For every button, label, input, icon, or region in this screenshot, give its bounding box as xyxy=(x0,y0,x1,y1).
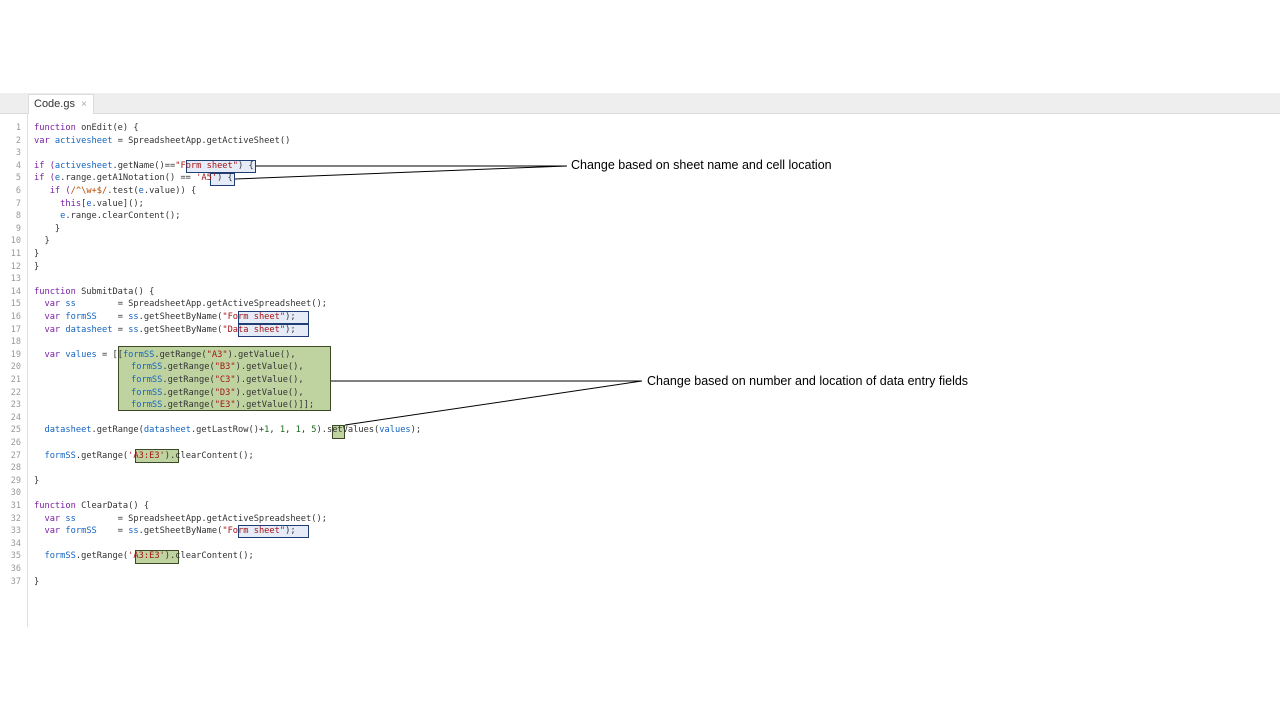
line-number: 37 xyxy=(10,576,21,587)
close-icon[interactable]: × xyxy=(81,99,87,110)
code-line-31: function ClearData() { xyxy=(34,501,150,511)
line-number: 15 xyxy=(10,299,21,310)
highlight-range-27 xyxy=(135,449,179,463)
code-line-35: formSS.getRange('A3:E3').clearContent(); xyxy=(44,551,254,562)
code-line-25: datasheet.getRange(datasheet.getLastRow(… xyxy=(44,425,422,436)
code-line-7: this[e.value](); xyxy=(60,198,144,209)
line-number: 25 xyxy=(10,425,21,436)
line-number: 21 xyxy=(10,375,21,385)
code-line-23: formSS.getRange("E3").getValue()]]; xyxy=(131,400,315,411)
code-line-22: formSS.getRange("D3").getValue(), xyxy=(131,387,304,398)
line-number: 34 xyxy=(10,538,21,549)
highlight-data-sheet-17 xyxy=(238,324,309,337)
code-line-19: var values = [[formSS.getRange("A3").get… xyxy=(44,349,296,360)
line-number: 9 xyxy=(15,223,21,234)
line-number: 30 xyxy=(10,488,21,499)
annotation-data-fields-note: Change based on number and location of d… xyxy=(647,374,969,388)
code-line-29: } xyxy=(34,475,40,486)
code-line-14: function SubmitData() { xyxy=(34,286,155,297)
annotation-sheet-name-note: Change based on sheet name and cell loca… xyxy=(571,158,832,172)
line-number: 18 xyxy=(10,337,21,348)
tab-label: Code.gs xyxy=(34,98,75,110)
line-number: 1 xyxy=(15,123,21,133)
highlight-range-35 xyxy=(135,550,179,564)
line-number: 7 xyxy=(15,198,21,209)
line-number: 32 xyxy=(10,513,21,524)
tab-code-gs[interactable]: Code.gs × xyxy=(28,94,94,114)
line-number: 36 xyxy=(10,564,21,574)
line-number: 19 xyxy=(10,349,21,360)
line-number: 33 xyxy=(10,526,21,537)
line-number: 16 xyxy=(10,312,21,322)
line-number: 35 xyxy=(10,551,21,562)
code-line-10: } xyxy=(34,236,50,247)
code-line-9: } xyxy=(34,223,61,234)
code-line-4: if (activesheet.getName()=="Form sheet")… xyxy=(34,160,254,171)
highlight-values-array xyxy=(118,346,331,411)
line-number: 17 xyxy=(10,324,21,335)
code-line-15: var ss = SpreadsheetApp.getActiveSpreads… xyxy=(44,299,327,310)
code-line-33: var formSS = ss.getSheetByName("Form she… xyxy=(44,526,296,537)
line-number: 29 xyxy=(10,475,21,486)
file-tab-bar: Code.gs × xyxy=(0,93,1280,114)
line-number: 8 xyxy=(15,211,21,222)
highlight-form-sheet-33 xyxy=(238,525,309,538)
line-number: 5 xyxy=(15,173,21,184)
line-number: 3 xyxy=(15,148,21,159)
code-line-17: var datasheet = ss.getSheetByName("Data … xyxy=(44,324,296,335)
code-line-11: } xyxy=(34,249,40,259)
line-number: 27 xyxy=(10,450,21,461)
line-number: 14 xyxy=(10,286,21,297)
highlight-cell-a5 xyxy=(210,173,235,186)
code-line-21: formSS.getRange("C3").getValue(), xyxy=(131,375,304,385)
code-line-20: formSS.getRange("B3").getValue(), xyxy=(131,362,304,373)
line-number: 2 xyxy=(15,135,21,146)
code-line-6: if (/^\w+$/.test(e.value)) { xyxy=(34,186,197,196)
highlight-form-sheet-16 xyxy=(238,311,309,324)
line-number: 22 xyxy=(10,387,21,398)
code-line-8: e.range.clearContent(); xyxy=(60,211,181,222)
line-number: 6 xyxy=(15,186,21,196)
line-number: 11 xyxy=(10,249,21,259)
code-line-16: var formSS = ss.getSheetByName("Form she… xyxy=(44,312,296,322)
line-number: 24 xyxy=(10,412,21,423)
code-line-32: var ss = SpreadsheetApp.getActiveSpreads… xyxy=(44,513,327,524)
line-number: 28 xyxy=(10,463,21,474)
line-number: 12 xyxy=(10,261,21,272)
line-number: 26 xyxy=(10,438,21,448)
line-number: 23 xyxy=(10,400,21,411)
line-number: 10 xyxy=(10,236,21,247)
code-line-37: } xyxy=(34,576,40,587)
line-number: 20 xyxy=(10,362,21,373)
code-line-2: var activesheet = SpreadsheetApp.getActi… xyxy=(34,135,291,146)
code-line-5: if (e.range.getA1Notation() == 'A5') { xyxy=(34,173,233,184)
code-line-27: formSS.getRange('A3:E3').clearContent(); xyxy=(44,450,254,461)
code-line-12: } xyxy=(34,261,40,272)
line-number: 4 xyxy=(15,160,21,171)
line-number: 31 xyxy=(10,501,21,511)
line-number: 13 xyxy=(10,274,21,285)
highlight-columns-5 xyxy=(332,425,345,439)
code-line-1: function onEdit(e) { xyxy=(34,123,139,133)
